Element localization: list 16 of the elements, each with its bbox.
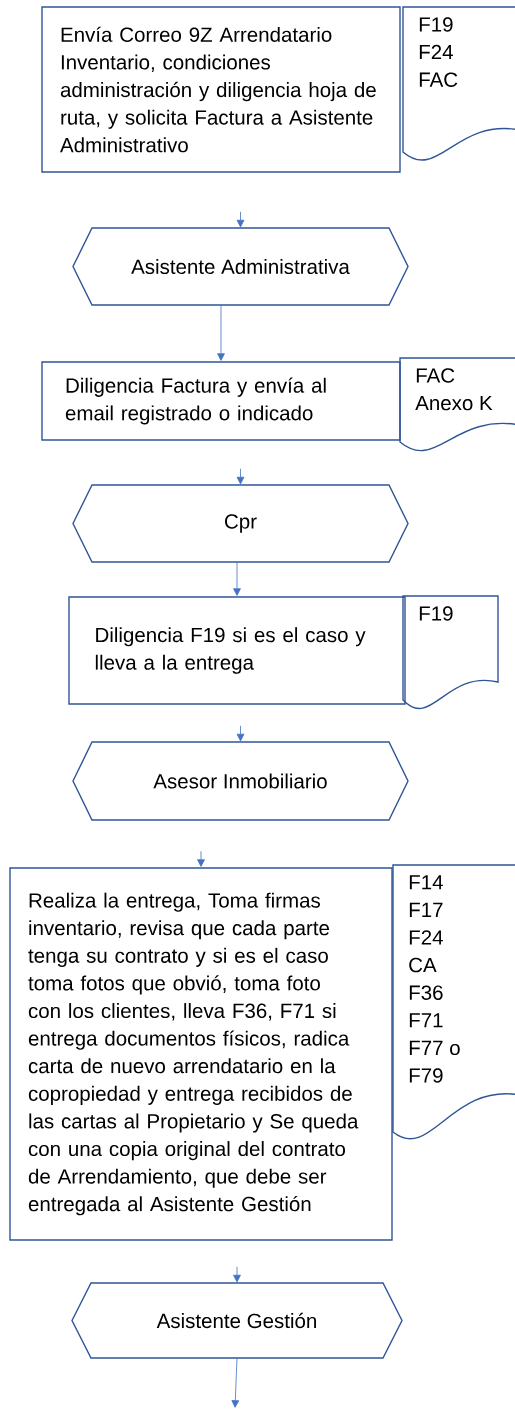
arrow — [197, 850, 205, 867]
process-box: Envía Correo 9Z Arrendatario Inventario, condiciones administración y diligencia hoja de ruta, y solicita Factura a Asistente Administrativo — [41, 6, 401, 173]
hexagon: Asistente Gestión — [71, 1282, 403, 1359]
arrow — [236, 725, 245, 742]
hexagon: Asesor Inmobiliario — [72, 741, 409, 821]
arrow — [217, 304, 225, 361]
arrow — [233, 1266, 241, 1283]
process-box: Realiza la entrega, Toma firmas inventario, revisa que cada parte tenga su contrato y si es el caso toma fotos que obvió, toma foto con los clientes, lleva F36, F71 si entrega documentos físicos, radica carta de nuevo arrendatario en la copropiedad y entrega recibidos de las cartas al Propietario y Se queda con una copia original del contrato de Arrendamiento, que debe ser entregada al Asistente Gestión — [9, 867, 393, 1241]
arrow — [236, 468, 245, 485]
process-box: Diligencia F19 si es el caso y lleva a la entrega — [68, 596, 406, 705]
arrow — [236, 211, 245, 228]
hexagon: Asistente Administrativa — [72, 227, 409, 306]
hexagon: Cpr — [72, 484, 409, 563]
arrow — [231, 1357, 240, 1408]
process-box: Diligencia Factura y envía al email registrado o indicado — [41, 361, 401, 441]
arrow — [233, 561, 241, 596]
